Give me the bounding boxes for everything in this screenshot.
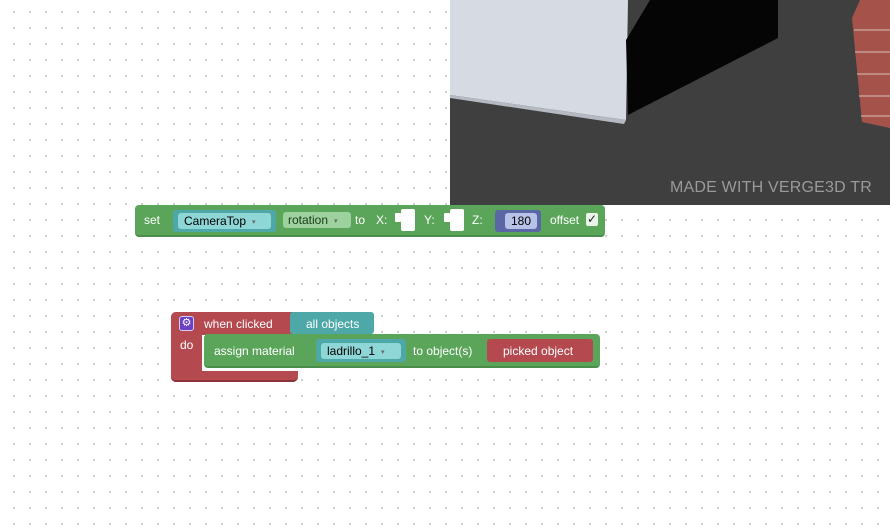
property-dropdown[interactable]: rotation ▾ <box>283 212 351 228</box>
property-dropdown-value: rotation <box>288 213 329 227</box>
gear-glyph: ⚙ <box>181 317 192 329</box>
set-rotation-block[interactable]: set CameraTop ▾ rotation ▾ to X: Y: Z: 180… <box>135 205 605 237</box>
z-value-field[interactable]: 180 <box>505 213 537 229</box>
scene-render <box>450 0 890 205</box>
when-clicked-label: when clicked <box>204 317 273 331</box>
chevron-down-icon: ▾ <box>381 349 385 356</box>
chevron-down-icon: ▾ <box>334 218 338 225</box>
3d-viewport[interactable]: MADE WITH VERGE3D TR <box>450 0 890 205</box>
x-input-slot-body[interactable] <box>401 209 415 231</box>
picked-object-block[interactable]: picked object <box>487 339 593 362</box>
object-getter-block[interactable]: CameraTop ▾ <box>173 210 276 232</box>
event-header <box>171 312 298 335</box>
y-input-slot[interactable] <box>444 213 450 222</box>
chevron-down-icon: ▾ <box>252 219 256 226</box>
event-footer <box>171 371 298 382</box>
to-objects-label: to object(s) <box>413 344 473 358</box>
material-dropdown-value: ladrillo_1 <box>327 344 376 358</box>
offset-label: offset <box>550 213 580 227</box>
object-dropdown-value: CameraTop <box>184 214 247 228</box>
y-input-slot-body[interactable] <box>450 209 464 231</box>
picked-object-label: picked object <box>503 344 574 358</box>
check-icon: ✓ <box>586 212 598 226</box>
all-objects-label: all objects <box>306 317 360 331</box>
offset-checkbox[interactable]: ✓ <box>586 213 598 226</box>
gear-icon[interactable]: ⚙ <box>179 316 194 331</box>
number-block[interactable]: 180 <box>495 210 541 232</box>
when-clicked-block[interactable]: ⚙ when clicked do <box>171 312 298 382</box>
set-label: set <box>144 213 161 227</box>
x-label: X: <box>376 213 388 227</box>
y-label: Y: <box>424 213 435 227</box>
assign-material-block[interactable]: assign material ladrillo_1 ▾ to object(s)… <box>204 334 600 368</box>
object-dropdown[interactable]: CameraTop ▾ <box>178 213 271 229</box>
to-label: to <box>355 213 366 227</box>
all-objects-block[interactable]: all objects <box>290 312 374 334</box>
verge3d-watermark: MADE WITH VERGE3D TR <box>670 179 872 196</box>
z-value: 180 <box>510 214 532 228</box>
x-input-slot[interactable] <box>395 213 401 222</box>
material-getter-block[interactable]: ladrillo_1 ▾ <box>316 339 406 362</box>
z-label: Z: <box>472 213 483 227</box>
assign-material-label: assign material <box>214 344 295 358</box>
do-label: do <box>180 338 194 352</box>
material-dropdown[interactable]: ladrillo_1 ▾ <box>321 343 401 359</box>
